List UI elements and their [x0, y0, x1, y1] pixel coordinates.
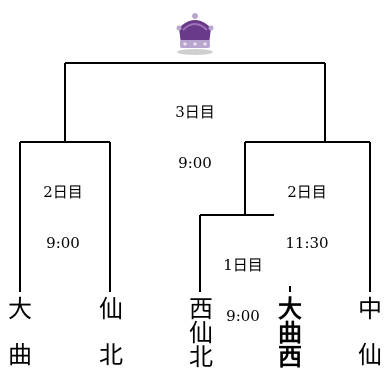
first-round-label: 1日目 9:00	[212, 223, 274, 359]
team-omagarinishi-winner: 大 曲 西	[275, 297, 305, 369]
team-char: 西	[278, 343, 302, 371]
final-time: 9:00	[178, 154, 212, 172]
team-char: 仙	[358, 341, 382, 369]
team-char: 中	[358, 295, 382, 323]
team-senboku: 仙 北	[96, 297, 126, 389]
team-char: 仙	[189, 319, 213, 347]
team-char: 仙	[99, 295, 123, 323]
team-char: 曲	[8, 341, 32, 369]
team-char: 北	[99, 341, 123, 369]
semi-right-time: 11:30	[285, 234, 329, 252]
final-label: 3日目 9:00	[165, 70, 225, 206]
team-char: 西	[189, 295, 213, 323]
team-char: 大	[8, 295, 32, 323]
crown-icon	[176, 13, 214, 55]
final-day: 3日目	[175, 103, 215, 121]
team-char: 曲	[278, 319, 302, 347]
semi-left-label: 2日目 9:00	[30, 150, 96, 286]
team-omagari: 大 曲	[5, 297, 35, 389]
first-round-time: 9:00	[226, 307, 260, 325]
team-nishisenboku: 西 仙 北	[186, 297, 216, 369]
semi-left-day: 2日目	[43, 183, 83, 201]
team-char: 北	[189, 343, 213, 371]
first-round-day: 1日目	[223, 256, 263, 274]
team-nakasen: 中 仙	[355, 297, 385, 389]
team-char: 大	[278, 295, 302, 323]
semi-right-label: 2日目 11:30	[274, 150, 340, 286]
semi-left-time: 9:00	[46, 234, 80, 252]
semi-right-day: 2日目	[287, 183, 327, 201]
